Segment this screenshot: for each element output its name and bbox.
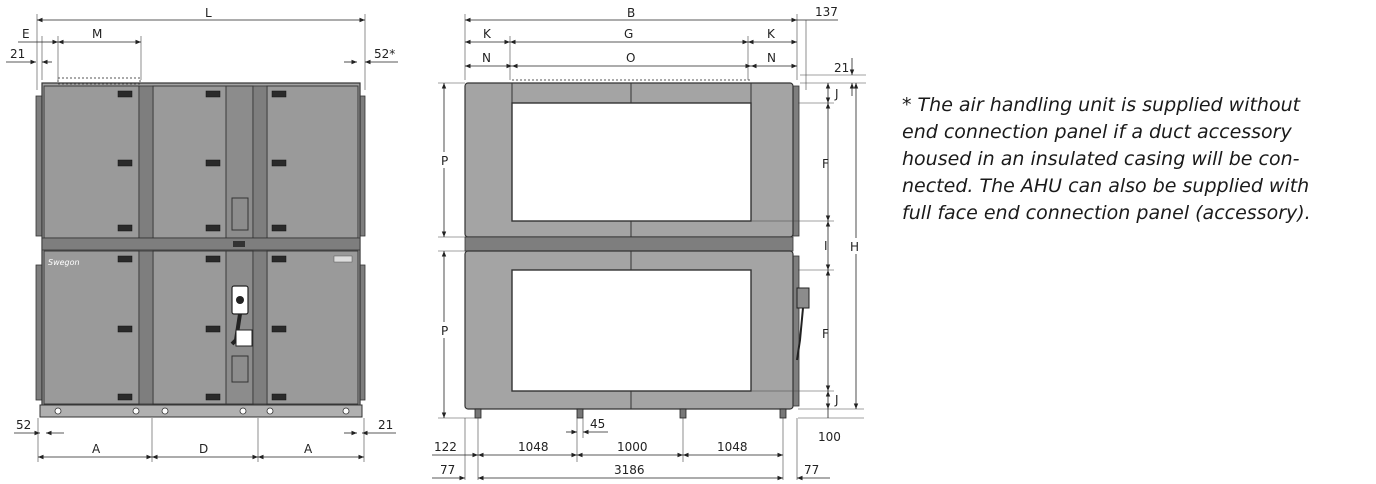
lower-access-window	[231, 355, 249, 383]
dim-1000: 1000	[617, 440, 648, 454]
dim-H: H	[850, 240, 859, 254]
side-view: B 137 K G K N O N 21	[432, 5, 866, 481]
front-view: Swegon	[6, 6, 398, 462]
dim-O: O	[626, 51, 635, 65]
base-frame	[39, 404, 363, 418]
door-handles	[117, 90, 287, 401]
footnote-line: housed in an insulated casing will be co…	[902, 148, 1300, 170]
dim-N-left: N	[482, 51, 491, 65]
side-flange-top	[792, 85, 800, 237]
dim-3186: 3186	[614, 463, 645, 477]
upper-divider-right	[252, 85, 268, 239]
lower-opening	[511, 269, 752, 392]
upper-divider-left	[138, 85, 154, 239]
dim-E: E	[22, 27, 30, 41]
side-middle-band	[464, 236, 794, 252]
dim-J-top: J	[834, 87, 839, 101]
control-knob-icon	[236, 296, 244, 304]
dim-B: B	[627, 6, 635, 20]
lifting-holes	[54, 407, 350, 415]
footnote-line: nected. The AHU can also be supplied wit…	[902, 175, 1310, 197]
dim-A-left: A	[92, 442, 101, 456]
dim-D: D	[199, 442, 208, 456]
dim-F-top: F	[822, 157, 829, 171]
feet	[474, 408, 787, 419]
dim-F-bottom: F	[822, 327, 829, 341]
side-cable	[796, 307, 804, 361]
lower-divider-left	[138, 250, 154, 405]
dim-G: G	[624, 27, 633, 41]
footnote-line: full face end connection panel (accessor…	[902, 202, 1311, 224]
dim-137: 137	[815, 5, 838, 19]
middle-band	[41, 237, 361, 251]
dim-N-right: N	[767, 51, 776, 65]
footnote: * The air handling unit is supplied with…	[902, 92, 1342, 227]
footnote-line: * The air handling unit is supplied with…	[902, 94, 1301, 116]
side-control-box	[796, 287, 810, 309]
top-connection-dashed	[57, 77, 141, 85]
dim-100: 100	[818, 430, 841, 444]
dim-77-right: 77	[804, 463, 819, 477]
dim-122: 122	[434, 440, 457, 454]
dim-L: L	[205, 6, 212, 20]
dim-21-side: 21	[834, 61, 849, 75]
dim-45: 45	[590, 417, 605, 431]
dim-52-star: 52*	[374, 47, 395, 61]
keypad-icon	[235, 329, 253, 347]
upper-access-window	[231, 197, 249, 231]
upper-center-column	[225, 85, 254, 239]
dim-K-right: K	[767, 27, 776, 41]
dim-21-top-left: 21	[10, 47, 25, 61]
lower-divider-right	[252, 250, 268, 405]
dim-I: I	[824, 239, 828, 253]
dim-1048-left: 1048	[518, 440, 549, 454]
side-flange-bottom	[792, 255, 800, 407]
rating-label	[333, 255, 353, 263]
dim-52-bottom: 52	[16, 418, 31, 432]
dim-77-left: 77	[440, 463, 455, 477]
dim-K-left: K	[483, 27, 492, 41]
dim-21-bottom: 21	[378, 418, 393, 432]
dim-J-bottom: J	[834, 393, 839, 407]
vent-grille-icon	[233, 241, 245, 247]
dim-P-top: P	[441, 154, 448, 168]
upper-opening	[511, 102, 752, 222]
dim-P-bottom: P	[441, 324, 448, 338]
footnote-line: end connection panel if a duct accessory	[902, 121, 1292, 143]
dim-A-right: A	[304, 442, 313, 456]
dim-1048-right: 1048	[717, 440, 748, 454]
brand-logo: Swegon	[48, 258, 80, 267]
dim-M: M	[92, 27, 102, 41]
